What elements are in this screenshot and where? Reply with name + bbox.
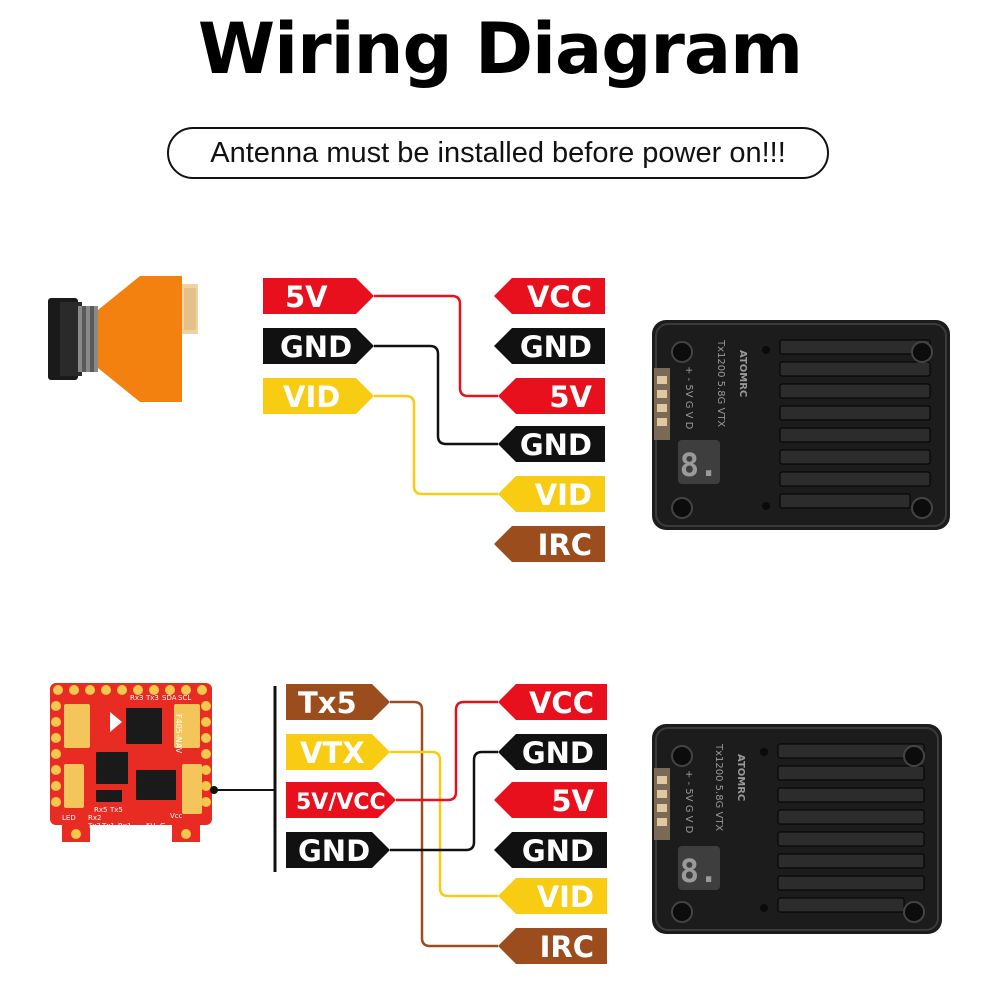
- vtx-top-pin-vcc: VCC: [494, 278, 605, 314]
- vtx-bottom-brand: ATOMRC: [735, 754, 746, 801]
- vtx-bottom-pin-gnd1-label: GND: [522, 736, 594, 770]
- vtx-top-pin-vid: VID: [498, 476, 605, 512]
- fc-silk-scl: SCL: [178, 694, 191, 702]
- vtx-top-brand: ATOMRC: [737, 350, 748, 397]
- fc-pin-5v-vcc: 5V/VCC: [286, 782, 396, 818]
- antenna-notice: Antenna must be installed before power o…: [167, 127, 829, 179]
- vtx-top-pins: + - 5V G V D: [683, 366, 694, 430]
- camera-icon: [48, 276, 198, 402]
- fc-pin-gnd-label: GND: [298, 834, 370, 868]
- vtx-top-pin-gnd1-label: GND: [520, 330, 592, 364]
- vtx-bottom-display: 8.: [680, 852, 719, 890]
- fc-silk-tx5: Tx5: [109, 806, 123, 814]
- fc-silk-tx1: Tx1: [101, 822, 115, 830]
- vtx-bottom-pin-5v: 5V: [494, 782, 607, 818]
- vtx-top-pin-vcc-label: VCC: [527, 280, 592, 314]
- fc-silk-rx1: Rx1: [118, 822, 131, 830]
- vtx-bottom-pin-irc-label: IRC: [540, 930, 594, 964]
- vtx-device-top: 8. Tx1200 5.8G VTX ATOMRC + - 5V G V D: [652, 320, 950, 530]
- page-title: Wiring Diagram: [197, 8, 803, 90]
- fc-model-label: F405-NAV: [174, 714, 183, 754]
- camera-pin-5v-label: 5V: [285, 280, 328, 314]
- vtx-top-pin-gnd1: GND: [494, 328, 605, 364]
- fc-silk-sda: SDA: [162, 694, 177, 702]
- vtx-bottom-pin-vcc: VCC: [498, 684, 607, 720]
- vtx-top-pin-5v: 5V: [498, 378, 605, 414]
- vtx-bottom-pin-vcc-label: VCC: [529, 686, 594, 720]
- flight-controller-board: F405-NAV SDA SCL Rx3 Tx3 Rx1 Tx1 Rx2 Tx2…: [50, 683, 274, 842]
- vtx-bottom-model: Tx1200 5.8G VTX: [713, 743, 724, 831]
- top-wires: [374, 294, 498, 496]
- vtx-bottom-pin-irc: IRC: [498, 928, 607, 964]
- fc-silk-vcc: Vcc: [170, 812, 183, 820]
- vtx-top-pin-irc-label: IRC: [538, 528, 592, 562]
- fc-silk-g: G: [160, 822, 165, 830]
- fc-pin-vtx-label: VTX: [300, 736, 365, 770]
- vtx-top-pin-5v-label: 5V: [549, 380, 592, 414]
- vtx-bottom-pin-gnd2: GND: [494, 832, 607, 868]
- vtx-top-pin-irc: IRC: [494, 526, 605, 562]
- vtx-top-pin-vid-label: VID: [535, 478, 592, 512]
- bottom-wires: [390, 700, 498, 948]
- vtx-bottom-pin-vid: VID: [498, 878, 607, 914]
- fc-silk-5v: 5V: [146, 822, 155, 830]
- vtx-bottom-pin-5v-label: 5V: [551, 784, 594, 818]
- camera-pin-gnd: GND: [263, 328, 374, 364]
- fc-pin-5v-vcc-label: 5V/VCC: [296, 790, 386, 815]
- vtx-top-pin-gnd2-label: GND: [520, 428, 592, 462]
- fc-pin-tx5: Tx5: [286, 684, 390, 720]
- vtx-top-display: 8.: [680, 446, 719, 484]
- camera-pin-vid-label: VID: [283, 380, 340, 414]
- fc-silk-rx3: Rx3: [130, 694, 143, 702]
- camera-pin-5v: 5V: [263, 278, 374, 314]
- fc-silk-tx3: Tx3: [145, 694, 159, 702]
- vtx-bottom-pins: + - 5V G V D: [683, 770, 694, 834]
- fc-pin-vtx: VTX: [286, 734, 390, 770]
- vtx-device-bottom: 8. Tx1200 5.8G VTX ATOMRC + - 5V G V D: [652, 724, 942, 934]
- fc-silk-tx2: Tx2: [87, 822, 101, 830]
- camera-pin-vid: VID: [263, 378, 374, 414]
- camera-pin-gnd-label: GND: [280, 330, 352, 364]
- fc-silk-led: LED: [62, 814, 76, 822]
- fc-silk-rx5: Rx5: [94, 806, 107, 814]
- vtx-top-pin-gnd2: GND: [498, 426, 605, 462]
- fc-pin-gnd: GND: [286, 832, 390, 868]
- vtx-bottom-pin-gnd1: GND: [498, 734, 607, 770]
- vtx-bottom-pin-vid-label: VID: [537, 880, 594, 914]
- vtx-bottom-pin-gnd2-label: GND: [522, 834, 594, 868]
- fc-silk-rx2: Rx2: [88, 814, 101, 822]
- fc-pin-tx5-label: Tx5: [298, 686, 357, 720]
- vtx-top-model: Tx1200 5.8G VTX: [715, 339, 726, 427]
